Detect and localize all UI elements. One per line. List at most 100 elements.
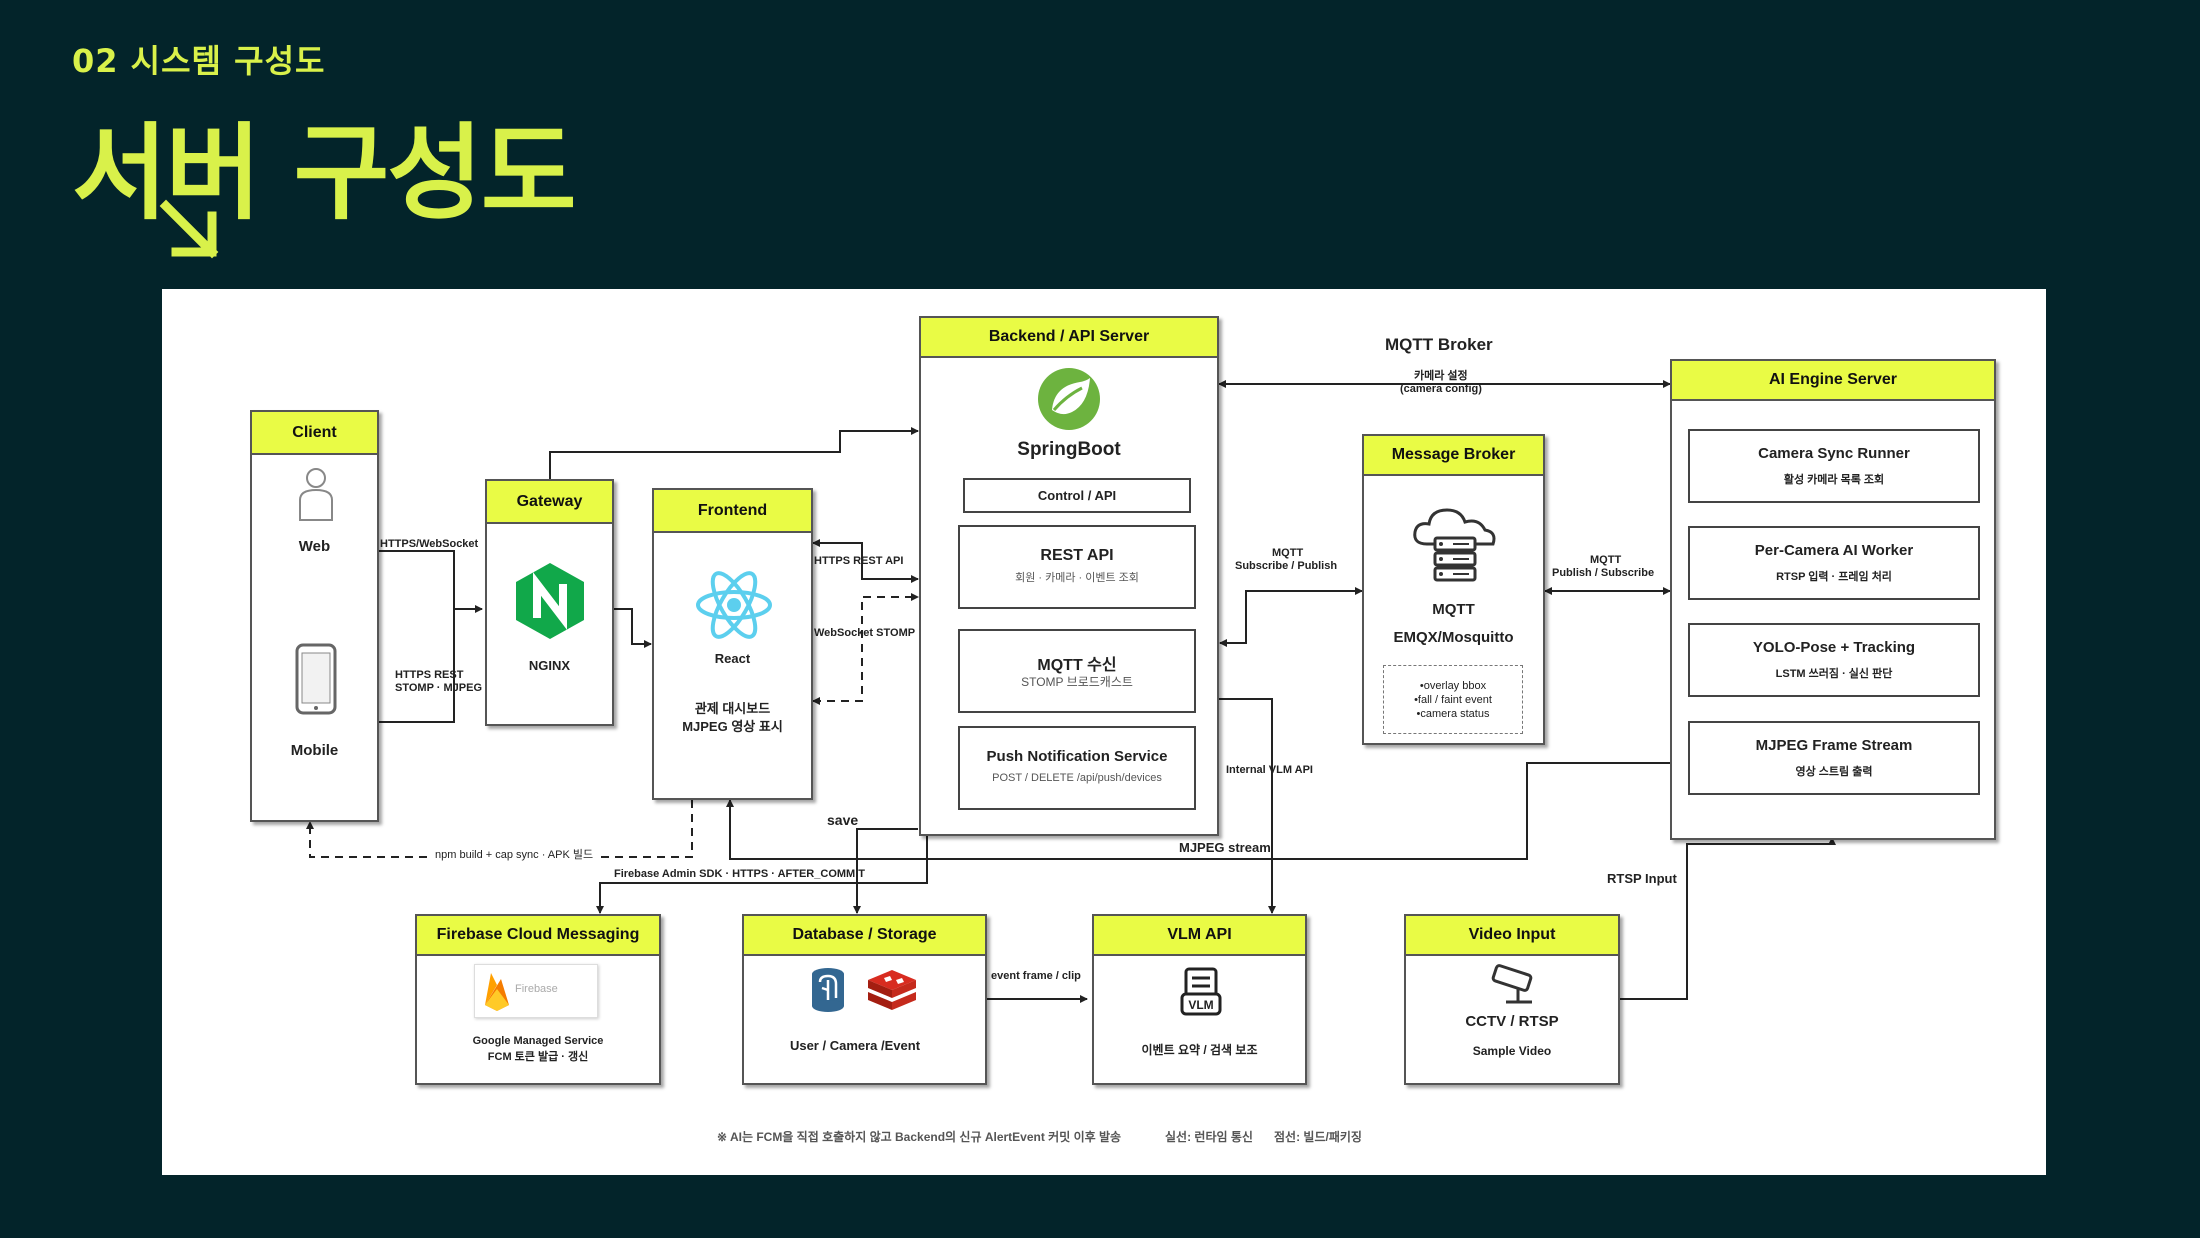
edge-gateway-backend <box>549 427 919 479</box>
diagram-connectors <box>306 380 1836 1003</box>
edge-video-ai <box>1619 837 1836 1000</box>
rest-api-title: REST API <box>1040 547 1114 564</box>
react-label: React <box>714 651 751 666</box>
ai-module-title: Per-Camera AI Worker <box>1754 542 1914 559</box>
fcm-desc-2: FCM 토큰 발급 · 갱신 <box>487 1051 589 1063</box>
edge-label-mjpeg-stream: MJPEG stream <box>1179 840 1271 855</box>
edge-label-event-frame: event frame / clip <box>991 970 1081 982</box>
edge-label-mqtt-pub-2: Publish / Subscribe <box>1552 567 1655 579</box>
nginx-label: NGINX <box>528 658 571 673</box>
firebase-logo-card: Firebase <box>474 964 598 1018</box>
arrow-down-right-icon <box>159 199 219 259</box>
backend-node: Backend / API Server SpringBoot Control … <box>919 316 1219 836</box>
footnote-note: ※ AI는 FCM을 직접 호출하지 않고 Backend의 신규 AlertE… <box>717 1130 1122 1144</box>
firebase-logo-icon <box>485 973 509 1011</box>
edge-backend-broker <box>1219 587 1363 647</box>
edge-label-rtsp-input: RTSP Input <box>1607 871 1677 886</box>
footnote-dashed: 점선: 빌드/패키징 <box>1274 1130 1362 1144</box>
frontend-node: Frontend React 관제 대시보드 MJPEG 영상 표시 <box>652 488 813 800</box>
ai-module-title: Camera Sync Runner <box>1758 445 1910 462</box>
message-broker-title: Message Broker <box>1364 436 1543 476</box>
edge-label-mqtt-pub-1: MQTT <box>1590 554 1622 566</box>
edge-label-https-rest: HTTPS REST <box>395 669 464 681</box>
edge-client-gateway-ws <box>379 550 483 613</box>
broker-topic-2: •fall / faint event <box>1414 694 1492 706</box>
slide-header: 02 시스템 구성도 서버 구성도 <box>72 36 577 239</box>
client-title: Client <box>252 412 377 455</box>
broker-mqtt-label: MQTT <box>1432 601 1475 618</box>
mqtt-receive-desc: STOMP 브로드캐스트 <box>1021 675 1133 689</box>
mqtt-receive-box: MQTT 수신 STOMP 브로드캐스트 <box>958 629 1196 713</box>
ai-module-desc: 활성 카메라 목록 조회 <box>1783 474 1885 486</box>
edge-label-https-rest-api: HTTPS REST API <box>814 555 904 567</box>
vlm-api-node: VLM API VLM 이벤트 요약 / 검색 보조 <box>1092 914 1307 1085</box>
frontend-title: Frontend <box>654 490 811 533</box>
rest-api-desc: 회원 · 카메라 · 이벤트 조회 <box>1015 572 1139 584</box>
ai-module-camera-sync: Camera Sync Runner 활성 카메라 목록 조회 <box>1688 429 1980 503</box>
slide-title: 서버 구성도 <box>72 112 577 234</box>
ai-module-title: MJPEG Frame Stream <box>1755 737 1913 754</box>
edge-label-firebase-admin: Firebase Admin SDK · HTTPS · AFTER_COMMI… <box>614 868 865 880</box>
edge-frontend-build-client <box>306 800 693 858</box>
edge-frontend-backend-ws <box>812 593 919 705</box>
push-service-desc: POST / DELETE /api/push/devices <box>992 772 1162 784</box>
broker-topic-1: •overlay bbox <box>1419 680 1487 692</box>
cloud-server-icon <box>1413 508 1496 582</box>
edge-label-npm-build: npm build + cap sync · APK 빌드 <box>432 849 597 861</box>
edge-label-camera-config: (camera config) <box>1400 383 1482 395</box>
ai-module-desc: RTSP 입력 · 프레임 처리 <box>1776 571 1892 583</box>
vlm-api-desc: 이벤트 요약 / 검색 보조 <box>1141 1043 1258 1057</box>
ai-module-camera-worker: Per-Camera AI Worker RTSP 입력 · 프레임 처리 <box>1688 526 1980 600</box>
cctv-camera-icon <box>1491 964 1533 1004</box>
database-title: Database / Storage <box>744 916 985 956</box>
edge-label-camera-config-ko: 카메라 설정 <box>1414 370 1468 382</box>
ai-module-yolo: YOLO-Pose + Tracking LSTM 쓰러짐 · 실신 판단 <box>1688 623 1980 697</box>
database-desc: User / Camera /Event <box>789 1038 921 1053</box>
database-node: Database / Storage User / Camera /Event <box>742 914 987 1085</box>
postgresql-icon <box>812 968 844 1012</box>
mqtt-broker-group-label: MQTT Broker <box>1385 335 1493 354</box>
mobile-phone-icon <box>295 643 337 715</box>
fcm-title: Firebase Cloud Messaging <box>417 916 659 956</box>
video-input-title: Video Input <box>1406 916 1618 956</box>
edge-label-internal-vlm: Internal VLM API <box>1226 764 1313 776</box>
edge-label-save: save <box>827 812 859 828</box>
ai-module-desc: 영상 스트림 출력 <box>1795 766 1873 778</box>
edge-client-gateway-rest <box>379 609 455 723</box>
edge-frontend-backend-rest <box>812 539 919 583</box>
backend-title: Backend / API Server <box>921 318 1217 358</box>
broker-impl-label: EMQX/Mosquitto <box>1393 629 1514 646</box>
springboot-logo-icon <box>1038 368 1100 430</box>
edge-backend-db <box>853 828 918 914</box>
edge-label-https-websocket: HTTPS/WebSocket <box>380 538 479 550</box>
mqtt-receive-title: MQTT 수신 <box>1037 657 1117 674</box>
fcm-node: Firebase Cloud Messaging Firebase Google… <box>415 914 661 1085</box>
ai-engine-node: AI Engine Server Camera Sync Runner 활성 카… <box>1670 359 1996 840</box>
control-api-label: Control / API <box>1037 488 1117 503</box>
frontend-desc-1: 관제 대시보드 <box>694 701 771 716</box>
springboot-label: SpringBoot <box>1017 439 1121 460</box>
push-service-title: Push Notification Service <box>986 748 1168 765</box>
ai-module-title: YOLO-Pose + Tracking <box>1752 639 1916 656</box>
ai-module-mjpeg: MJPEG Frame Stream 영상 스트림 출력 <box>1688 721 1980 795</box>
cctv-label: CCTV / RTSP <box>1465 1013 1559 1030</box>
control-api-box: Control / API <box>963 478 1191 513</box>
ai-module-desc: LSTM 쓰러짐 · 실신 판단 <box>1775 668 1893 680</box>
nginx-logo-icon <box>516 563 584 639</box>
client-node: Client Web Mobile <box>250 410 379 822</box>
edge-label-mqtt-sub-2: Subscribe / Publish <box>1235 560 1338 572</box>
person-icon <box>299 468 333 521</box>
firebase-logo-text: Firebase <box>515 983 558 995</box>
broker-topics-box: •overlay bbox •fall / faint event •camer… <box>1383 665 1523 734</box>
edge-label-stomp-mjpeg: STOMP · MJPEG <box>395 682 483 694</box>
edge-ai-mjpeg-frontend <box>726 762 1688 860</box>
client-web-label: Web <box>298 538 331 555</box>
edge-label-websocket-stomp: WebSocket STOMP <box>814 627 916 639</box>
ai-engine-title: AI Engine Server <box>1672 361 1994 401</box>
section-label: 02 시스템 구성도 <box>72 42 326 80</box>
react-logo-icon <box>696 571 772 639</box>
edge-label-mqtt-sub-1: MQTT <box>1272 547 1304 559</box>
client-mobile-label: Mobile <box>290 742 339 759</box>
edge-backend-vlm <box>1217 698 1276 914</box>
broker-topic-3: •camera status <box>1416 708 1490 720</box>
